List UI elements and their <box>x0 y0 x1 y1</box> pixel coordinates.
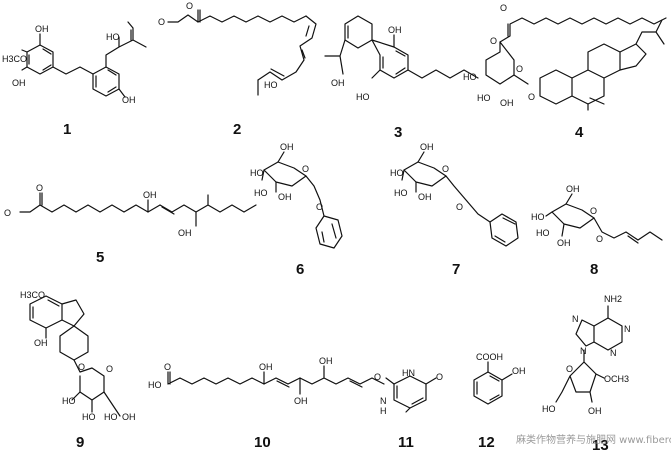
c11-label-o-2: O <box>436 372 443 382</box>
c7-label-oh: OH <box>418 192 432 202</box>
c9-label-ho-2: HO <box>82 412 96 422</box>
compound-10-number: 10 <box>254 434 271 451</box>
c8-label-ho-1: HO <box>531 212 545 222</box>
compound-11-structure <box>385 375 437 413</box>
c3-label-ho: HO <box>356 92 370 102</box>
c10-label-oh-2: OH <box>294 396 308 406</box>
compound-3-structure <box>324 15 479 79</box>
compound-6-structure <box>261 151 343 249</box>
c6-label-ho-1: HO <box>250 168 264 178</box>
c2-label-ho: HO <box>264 80 278 90</box>
compound-5-number: 5 <box>96 249 104 266</box>
compound-12-number: 12 <box>478 434 495 451</box>
c13-label-ho: HO <box>542 404 556 414</box>
c7-label-glycosidic-o: O <box>456 202 463 212</box>
compound-6-number: 6 <box>296 261 304 278</box>
c13-label-n7: N <box>572 314 579 324</box>
c10-label-oh-3: OH <box>319 356 333 366</box>
compound-8-structure <box>545 193 663 244</box>
c4-label-ring-o: O <box>516 64 523 74</box>
c5-label-oh-2: OH <box>178 228 192 238</box>
c8-label-oh-top: OH <box>566 184 580 194</box>
compound-7-number: 7 <box>452 261 460 278</box>
compound-4-number: 4 <box>575 124 584 141</box>
c1-label-methoxy: H3CO <box>2 54 27 64</box>
c9-label-oh-phenol: OH <box>34 338 48 348</box>
c9-label-glycosidic-o: O <box>78 362 85 372</box>
c9-label-oh: OH <box>122 412 136 422</box>
c13-label-n9: N <box>580 346 587 356</box>
c10-label-carbonyl-o: O <box>164 362 171 372</box>
c11-label-h: H <box>380 406 387 416</box>
c11-label-o-1: O <box>374 372 381 382</box>
c12-label-cooh: COOH <box>476 352 503 362</box>
c7-label-ho-1: HO <box>390 168 404 178</box>
c4-label-glycosidic-o: O <box>528 92 535 102</box>
compound-4-structure <box>485 17 667 111</box>
c8-label-oh: OH <box>557 238 571 248</box>
compound-12-structure <box>473 361 513 405</box>
c1-label-ho: HO <box>106 32 120 42</box>
c7-label-ring-o: O <box>442 164 449 174</box>
site-watermark: 麻类作物营养与施肥网 www.fibercrops.cn <box>516 433 671 446</box>
c12-label-oh: OH <box>512 366 526 376</box>
c9-label-ho-3: HO <box>104 412 118 422</box>
c1-label-oh-top: OH <box>35 24 49 34</box>
compound-7-structure <box>401 151 519 247</box>
c6-label-oh: OH <box>278 192 292 202</box>
c9-label-ring-o: O <box>106 364 113 374</box>
compound-5-structure <box>19 192 257 227</box>
c3-label-oh-tertiary: OH <box>331 78 345 88</box>
c6-label-glycosidic-o: O <box>316 202 323 212</box>
c13-label-oh: OH <box>588 406 602 416</box>
c9-label-methoxy: H3CO <box>20 290 45 300</box>
c2-label-carbonyl-o: O <box>186 1 193 11</box>
compound-13-structure <box>555 305 623 403</box>
compound-9-structure <box>29 295 121 417</box>
c13-label-och3: OCH3 <box>604 374 629 384</box>
compound-8-number: 8 <box>590 261 598 278</box>
c5-label-oh-1: OH <box>143 190 157 200</box>
c7-label-ho-2: HO <box>394 188 408 198</box>
compound-2-structure <box>167 9 317 96</box>
c6-label-ho-2: HO <box>254 188 268 198</box>
c9-label-ho-1: HO <box>62 396 76 406</box>
compound-3-number: 3 <box>394 124 402 141</box>
c11-label-n: N <box>380 396 387 406</box>
c4-label-ho-1: HO <box>463 72 477 82</box>
compound-9-number: 9 <box>76 434 84 451</box>
compound-2-number: 2 <box>233 121 241 138</box>
c6-label-ring-o: O <box>302 164 309 174</box>
c13-label-nh2: NH2 <box>604 294 622 304</box>
compound-1-structure <box>21 21 147 98</box>
c3-label-oh-top: OH <box>388 25 402 35</box>
compound-1-number: 1 <box>63 121 71 138</box>
c4-label-carbonyl-o: O <box>500 3 507 13</box>
c1-label-oh-right: OH <box>122 95 136 105</box>
c13-label-n1: N <box>624 324 631 334</box>
c4-label-o1: O <box>490 36 497 46</box>
c1-label-oh-left: OH <box>12 78 26 88</box>
c4-label-oh: OH <box>500 98 514 108</box>
c8-label-ring-o: O <box>590 206 597 216</box>
c6-label-oh-top: OH <box>280 142 294 152</box>
c4-label-ho-2: HO <box>477 93 491 103</box>
c8-label-ho-2: HO <box>536 228 550 238</box>
c5-label-carbonyl-o: O <box>36 183 43 193</box>
c11-label-hn: HN <box>402 368 415 378</box>
c10-label-ho: HO <box>148 380 162 390</box>
c13-label-ring-o: O <box>566 364 573 374</box>
c5-label-ester-o: O <box>4 208 11 218</box>
c7-label-oh-top: OH <box>420 142 434 152</box>
c2-label-ester-o: O <box>158 17 165 27</box>
compound-11-number: 11 <box>398 434 414 451</box>
compound-13-number: 13 <box>592 437 609 454</box>
c8-label-glycosidic-o: O <box>596 234 603 244</box>
c10-label-oh-1: OH <box>259 362 273 372</box>
compound-10-structure <box>167 365 385 395</box>
c13-label-n3: N <box>610 348 617 358</box>
